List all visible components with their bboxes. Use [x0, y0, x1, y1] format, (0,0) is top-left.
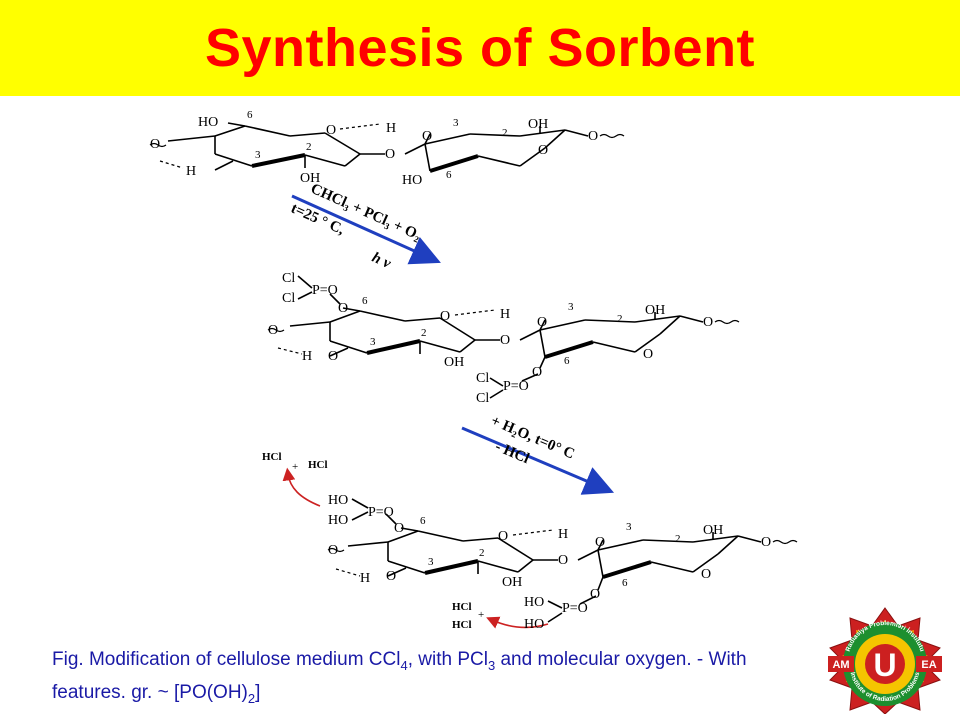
svg-text:2: 2: [675, 533, 681, 545]
svg-text:6: 6: [564, 355, 570, 367]
svg-text:O: O: [643, 347, 653, 362]
svg-text:6: 6: [622, 577, 628, 589]
svg-text:O: O: [268, 323, 278, 338]
svg-text:HCl: HCl: [262, 451, 282, 463]
svg-text:O: O: [537, 315, 547, 330]
svg-text:6: 6: [446, 169, 452, 181]
svg-text:HO: HO: [524, 595, 544, 610]
svg-text:O: O: [328, 543, 338, 558]
svg-text:O: O: [558, 553, 568, 568]
svg-text:HO: HO: [328, 493, 348, 508]
reaction-arrow-1: [291, 194, 441, 265]
svg-text:2: 2: [617, 313, 623, 325]
svg-text:O: O: [440, 309, 450, 324]
svg-text:6: 6: [362, 295, 368, 307]
svg-text:+: +: [292, 461, 298, 473]
svg-text:OH: OH: [703, 523, 723, 538]
svg-text:O: O: [422, 129, 432, 144]
svg-text:O: O: [595, 535, 605, 550]
svg-text:O: O: [326, 123, 336, 138]
svg-text:O: O: [588, 129, 598, 144]
svg-text:H: H: [360, 571, 370, 586]
svg-text:2: 2: [306, 141, 312, 153]
svg-text:O: O: [701, 567, 711, 582]
svg-text:AM: AM: [832, 659, 849, 671]
svg-text:O: O: [532, 365, 542, 380]
svg-text:3: 3: [255, 149, 261, 161]
svg-text:EA: EA: [921, 659, 936, 671]
chlorophosphorylated-labels: Cl Cl P=O O 6 O O 3 2 H O OH H O O 3 2 O…: [268, 271, 713, 406]
svg-text:3: 3: [568, 301, 574, 313]
hcl-release-arrow-top: [282, 467, 321, 507]
svg-text:OH: OH: [502, 575, 522, 590]
sorbent-labels: HCl + HCl HO HO P=O O 6 O O 3 2 H O OH H…: [262, 451, 771, 632]
svg-text:P=O: P=O: [312, 283, 338, 298]
reaction-arrow-2: [461, 426, 615, 495]
sorbent-structure: [327, 498, 798, 623]
svg-text:O: O: [538, 143, 548, 158]
svg-text:6: 6: [420, 515, 426, 527]
svg-text:OH: OH: [645, 303, 665, 318]
svg-text:O: O: [394, 521, 404, 536]
svg-text:Cl: Cl: [282, 291, 295, 306]
svg-text:2: 2: [421, 327, 427, 339]
svg-text:+: +: [478, 609, 484, 621]
svg-text:U: U: [873, 647, 896, 683]
svg-text:2: 2: [479, 547, 485, 559]
svg-text:P=O: P=O: [562, 601, 588, 616]
title-bar: Synthesis of Sorbent: [0, 0, 960, 96]
svg-text:H: H: [302, 349, 312, 364]
svg-text:O: O: [498, 529, 508, 544]
cellulose-labels: HO 6 O O 3 2 H OH H O O 3 2 OH O O HO 6: [150, 109, 598, 188]
hcl-release-arrow-bottom: [486, 616, 549, 629]
svg-text:O: O: [761, 535, 771, 550]
svg-text:HO: HO: [198, 115, 218, 130]
svg-text:O: O: [386, 569, 396, 584]
chlorophosphorylated-structure: [267, 275, 740, 399]
svg-text:H: H: [386, 121, 396, 136]
svg-text:OH: OH: [528, 117, 548, 132]
page-title: Synthesis of Sorbent: [204, 18, 756, 78]
svg-text:OH: OH: [300, 171, 320, 186]
svg-text:HCl: HCl: [308, 459, 328, 471]
svg-text:O: O: [385, 147, 395, 162]
cellulose-structure: [149, 122, 625, 173]
svg-text:3: 3: [428, 556, 434, 568]
svg-text:2: 2: [502, 127, 508, 139]
svg-text:O: O: [150, 137, 160, 152]
svg-text:HO: HO: [524, 617, 544, 632]
svg-text:3: 3: [626, 521, 632, 533]
svg-text:P=O: P=O: [503, 379, 529, 394]
svg-text:3: 3: [453, 117, 459, 129]
figure-caption: Fig. Modification of cellulose medium CC…: [52, 649, 747, 706]
svg-text:P=O: P=O: [368, 505, 394, 520]
svg-text:Cl: Cl: [282, 271, 295, 286]
svg-text:H: H: [558, 527, 568, 542]
svg-text:HCl: HCl: [452, 619, 472, 631]
institute-logo: Radiasiya Problemləri İnstitutu Institut…: [826, 606, 944, 715]
svg-text:Cl: Cl: [476, 371, 489, 386]
svg-text:Cl: Cl: [476, 391, 489, 406]
svg-text:O: O: [500, 333, 510, 348]
svg-text:O: O: [703, 315, 713, 330]
svg-text:OH: OH: [444, 355, 464, 370]
svg-text:O: O: [338, 301, 348, 316]
reaction-scheme: HO 6 O O 3 2 H OH H O O 3 2 OH O O HO 6 …: [149, 109, 798, 632]
svg-text:HO: HO: [402, 173, 422, 188]
svg-text:3: 3: [370, 336, 376, 348]
svg-text:O: O: [328, 349, 338, 364]
svg-text:6: 6: [247, 109, 253, 121]
svg-text:HO: HO: [328, 513, 348, 528]
step1-light: h ν: [369, 250, 393, 272]
svg-text:H: H: [500, 307, 510, 322]
svg-text:H: H: [186, 164, 196, 179]
svg-text:HCl: HCl: [452, 601, 472, 613]
svg-text:O: O: [590, 587, 600, 602]
